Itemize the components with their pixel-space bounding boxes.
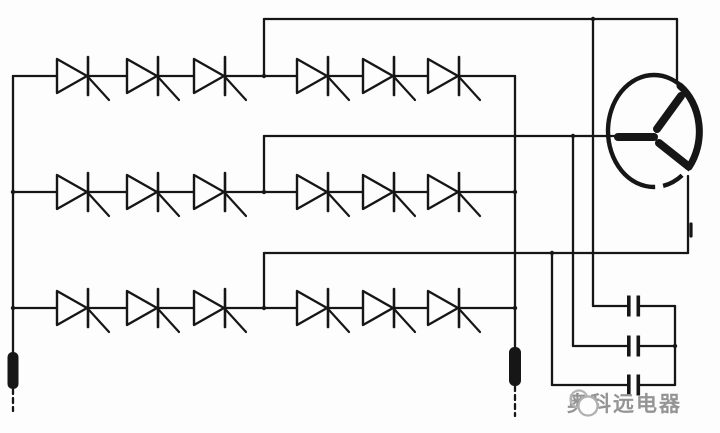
junction-dot — [549, 250, 555, 256]
thyristor-anode-triangle — [192, 57, 226, 95]
thyristor-anode-triangle — [125, 57, 159, 95]
thyristor-gate-lead — [327, 192, 351, 218]
thyristor-symbol — [125, 287, 181, 334]
thyristor-symbol — [295, 55, 351, 102]
thyristor-symbol — [55, 287, 111, 334]
thyristor-row-1 — [11, 17, 517, 102]
capacitor-plate — [627, 295, 631, 317]
thyristor-anode-triangle — [426, 173, 460, 211]
thyristor-gate-lead — [157, 192, 181, 218]
junction-dot — [672, 343, 678, 349]
thyristor-symbol — [295, 171, 351, 218]
thyristor-anode-triangle — [125, 173, 159, 211]
thyristor-anode-triangle — [55, 57, 89, 95]
thyristor-symbol — [192, 287, 248, 334]
watermark-logo-icon — [569, 389, 599, 417]
thyristor-anode-triangle — [295, 173, 329, 211]
thyristor-anode-triangle — [192, 173, 226, 211]
capacitor-plate — [636, 295, 641, 317]
thyristor-symbol — [426, 171, 482, 218]
thyristor-symbol — [295, 287, 351, 334]
thyristor-gate-lead — [224, 308, 248, 334]
thyristor-anode-triangle — [361, 57, 395, 95]
thyristor-gate-lead — [87, 192, 111, 218]
thyristor-anode-triangle — [426, 57, 460, 95]
junction-dot — [261, 189, 267, 195]
thyristor-symbol — [125, 55, 181, 102]
thyristor-gate-lead — [458, 308, 482, 334]
thyristor-symbol — [361, 171, 417, 218]
thyristor-gate-lead — [87, 76, 111, 102]
motor-circle-thick-edge — [676, 82, 703, 171]
junction-dot — [590, 16, 596, 22]
thyristor-anode-triangle — [55, 289, 89, 327]
thyristor-gate-lead — [393, 76, 417, 102]
capacitor-3 — [627, 374, 641, 396]
thyristor-gate-lead — [393, 192, 417, 218]
junction-dot — [512, 305, 518, 311]
thyristor-gate-lead — [224, 76, 248, 102]
thyristor-symbol — [426, 287, 482, 334]
thyristor-row-2 — [11, 134, 517, 218]
thyristor-gate-lead — [327, 76, 351, 102]
junction-dot — [512, 189, 518, 195]
junction-dot — [10, 189, 16, 195]
thyristor-anode-triangle — [295, 289, 329, 327]
junction-dot — [261, 305, 267, 311]
thyristor-anode-triangle — [426, 289, 460, 327]
thyristor-gate-lead — [87, 308, 111, 334]
thyristor-anode-triangle — [361, 173, 395, 211]
thyristor-symbol — [192, 171, 248, 218]
capacitor-plate — [627, 374, 631, 396]
thyristor-symbol — [361, 55, 417, 102]
left-terminal-lug — [7, 352, 19, 389]
thyristor-gate-lead — [157, 76, 181, 102]
thyristor-anode-triangle — [295, 57, 329, 95]
thyristor-symbol — [55, 55, 111, 102]
junction-dot — [570, 133, 576, 139]
thyristor-anode-triangle — [361, 289, 395, 327]
thyristor-symbol — [361, 287, 417, 334]
upper-right-winding-bar — [653, 92, 685, 133]
thyristor-anode-triangle — [55, 173, 89, 211]
motor-symbol — [605, 72, 703, 190]
thyristor-anode-triangle — [192, 289, 226, 327]
thyristor-gate-lead — [157, 308, 181, 334]
thyristor-symbol — [55, 171, 111, 218]
capacitor-plate — [636, 374, 641, 396]
thyristor-gate-lead — [458, 192, 482, 218]
thyristor-symbol — [426, 55, 482, 102]
capacitor-1 — [627, 295, 641, 317]
watermark: 奥科远电器 — [567, 388, 682, 418]
capacitor-plate — [627, 335, 631, 357]
output-terminal-lug — [509, 347, 521, 386]
thyristor-gate-lead — [327, 308, 351, 334]
thyristor-gate-lead — [393, 308, 417, 334]
lower-right-winding-bar — [655, 139, 692, 170]
thyristor-anode-triangle — [125, 289, 159, 327]
thyristor-gate-lead — [224, 192, 248, 218]
thyristor-symbol — [192, 55, 248, 102]
junction-dot — [261, 73, 267, 79]
capacitor-plate — [636, 335, 641, 357]
capacitor-2 — [627, 335, 641, 357]
junction-dot — [10, 305, 16, 311]
thyristor-row-3 — [11, 251, 517, 334]
thyristor-symbol — [125, 171, 181, 218]
thyristor-gate-lead — [458, 76, 482, 102]
